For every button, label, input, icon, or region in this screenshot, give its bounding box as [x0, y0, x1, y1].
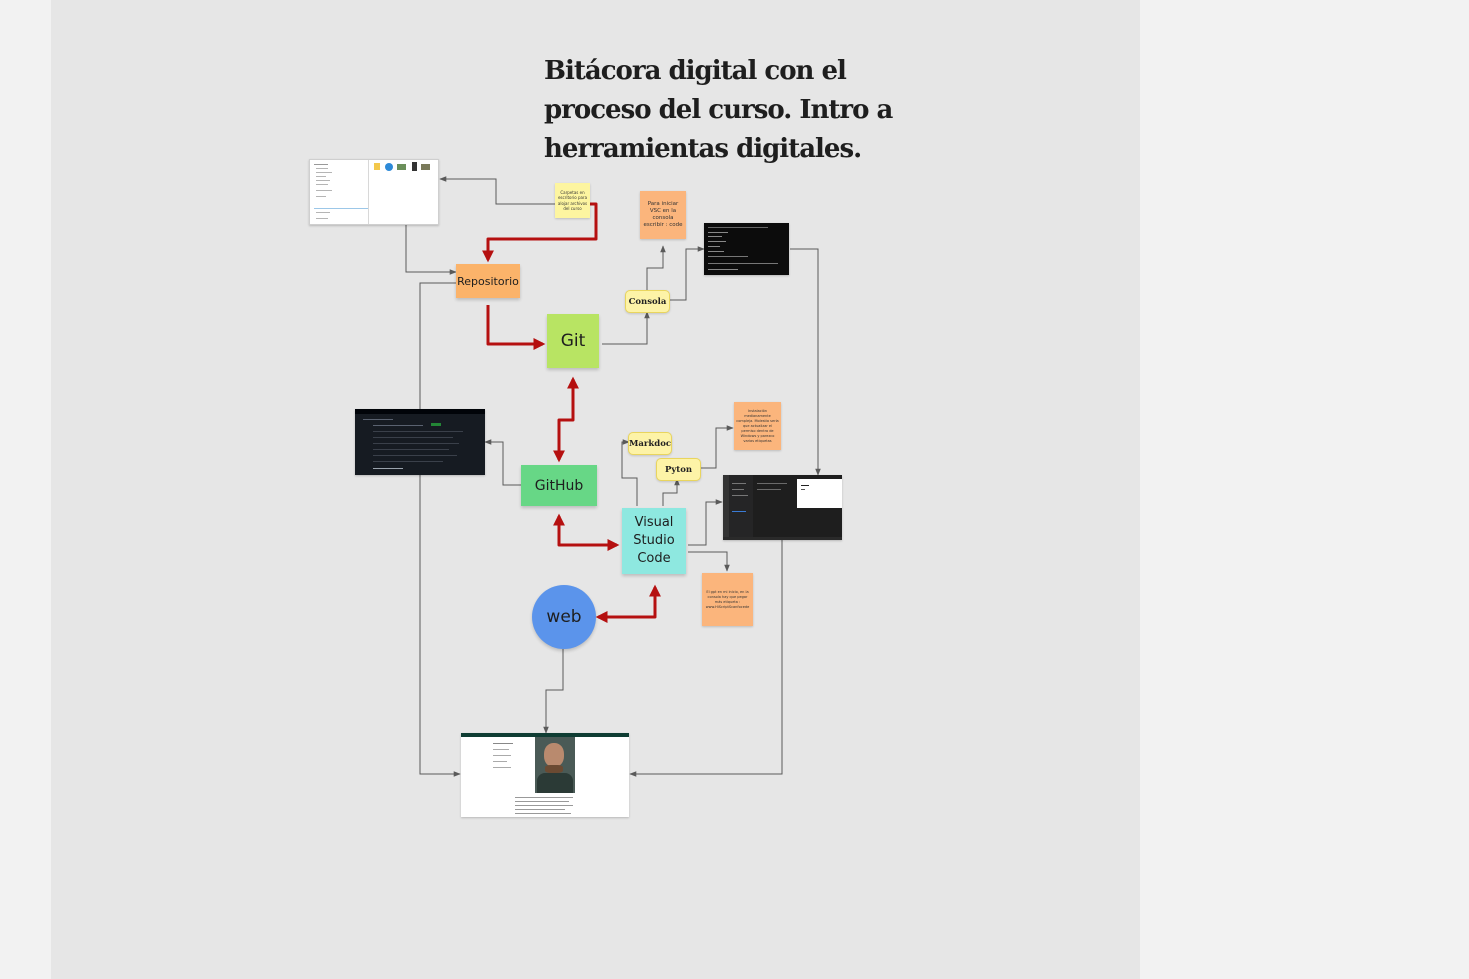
arrow-vscode-to-markdoc — [621, 439, 638, 506]
arrow-vscode-to-pyton — [662, 478, 680, 506]
node-github-label: GitHub — [534, 477, 584, 494]
pill-consola-label: Consola — [628, 296, 667, 307]
node-web[interactable]: web — [532, 585, 596, 649]
node-vscode[interactable]: Visual Studio Code — [622, 508, 686, 574]
arrow-terminal-to-editor — [790, 248, 821, 476]
arrow-carpetas-to-explorer — [439, 176, 555, 205]
arrow-carpetas-to-repositorio — [482, 202, 598, 263]
arrow-vscode-to-editor — [688, 499, 723, 546]
arrow-git-to-consola — [602, 311, 650, 345]
sticky-note-iniciar-vsc[interactable]: Para iniciar VSC en la consola escribir … — [640, 191, 686, 239]
pill-pyton-label: Pyton — [664, 464, 693, 475]
arrow-web-to-website — [543, 649, 564, 734]
arrow-github-to-githubpage — [484, 439, 521, 486]
sticky-note-pegar[interactable]: El gpt en mi inicio, en la consola hay q… — [702, 573, 753, 626]
node-git-label: Git — [560, 331, 586, 351]
node-vscode-label: Visual Studio Code — [633, 515, 675, 566]
pill-consola[interactable]: Consola — [625, 290, 670, 313]
terminal-screenshot[interactable] — [704, 223, 789, 275]
sticky-note-carpetas[interactable]: Carpetas en escritorio para alojar archi… — [555, 183, 590, 218]
arrow-consola-to-terminal — [668, 246, 705, 301]
file-explorer-screenshot[interactable] — [309, 159, 439, 225]
pill-pyton[interactable]: Pyton — [656, 458, 701, 481]
arrow-vscode-to-note — [688, 551, 730, 572]
arrow-github-vscode — [553, 513, 620, 551]
arrow-explorer-to-repositorio — [405, 225, 457, 275]
website-screenshot[interactable] — [461, 733, 629, 817]
github-page-screenshot[interactable] — [355, 409, 485, 475]
arrow-repositorio-to-git — [486, 305, 546, 350]
node-repositorio-label: Repositorio — [457, 274, 519, 288]
sticky-note-iniciar-vsc-text: Para iniciar VSC en la consola escribir … — [643, 201, 683, 228]
node-github[interactable]: GitHub — [521, 465, 597, 506]
arrow-vscode-web — [595, 584, 661, 623]
arrow-git-github — [553, 376, 579, 463]
sticky-note-instalacion-text: Instalación medianamente compleja. Moles… — [736, 408, 779, 443]
arrow-pyton-to-note — [700, 425, 734, 469]
vscode-editor-screenshot[interactable] — [723, 475, 842, 540]
sticky-note-instalacion[interactable]: Instalación medianamente compleja. Moles… — [734, 402, 781, 450]
sticky-note-carpetas-text: Carpetas en escritorio para alojar archi… — [557, 189, 588, 212]
arrow-editor-to-website — [629, 540, 783, 777]
node-repositorio[interactable]: Repositorio — [456, 264, 520, 298]
arrow-consola-to-note — [646, 245, 666, 290]
node-git[interactable]: Git — [547, 314, 599, 368]
sticky-note-pegar-text: El gpt en mi inicio, en la consola hay q… — [705, 589, 750, 609]
node-web-label: web — [546, 607, 582, 627]
arrow-repositorio-to-website — [419, 282, 461, 777]
board-title: Bitácora digital con el proceso del curs… — [544, 56, 893, 164]
pill-markdoc-label: Markdoc — [628, 438, 672, 449]
pill-markdoc[interactable]: Markdoc — [628, 432, 672, 455]
